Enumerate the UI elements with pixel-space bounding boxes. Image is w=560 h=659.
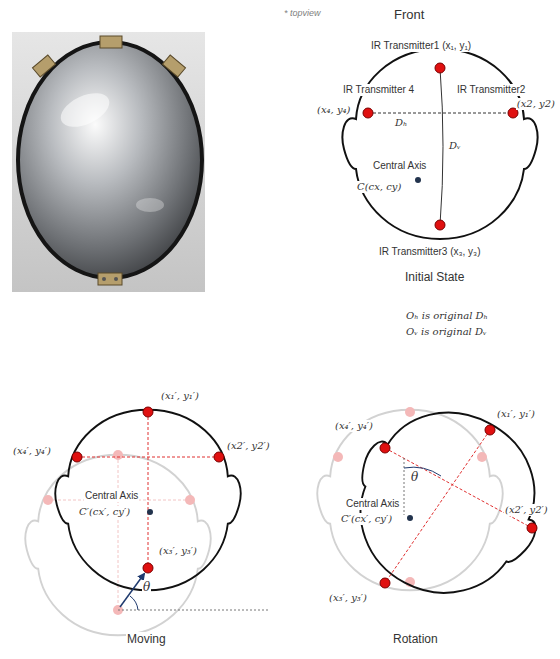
figure-part	[333, 452, 343, 462]
coordinate-label: (x₁′, y₁′)	[160, 390, 200, 402]
figure-part	[368, 113, 513, 114]
moving-figure	[25, 407, 270, 635]
figure-part	[114, 277, 118, 281]
angle-label: θ	[410, 470, 419, 484]
view-note: * topview	[283, 8, 322, 19]
axis-label: Central Axis	[345, 498, 400, 510]
angle-label: θ	[142, 580, 151, 594]
state-caption: Moving	[126, 632, 167, 646]
figure-part	[404, 458, 405, 515]
figure-part	[343, 49, 538, 239]
figure-part	[477, 452, 487, 462]
figure-part	[185, 495, 195, 505]
figure-part	[380, 443, 390, 453]
figure-part	[55, 410, 240, 591]
figure-part	[113, 450, 123, 460]
figure-part	[385, 448, 532, 528]
figure-part	[323, 380, 560, 626]
state-caption: Rotation	[392, 632, 439, 646]
figure-part	[407, 515, 413, 521]
axis-coordinate: C(cx, cy)	[356, 181, 402, 193]
figure-part	[415, 177, 421, 183]
figure-part	[162, 55, 185, 77]
figure-part	[143, 407, 153, 417]
transmitter-label: IR Transmitter2	[456, 84, 526, 96]
transmitter-label: IR Transmitter 4	[342, 84, 415, 96]
figure-part	[435, 220, 445, 230]
figure-part	[148, 412, 149, 568]
coordinate-label: (x₃′, y₃′)	[158, 545, 198, 557]
coordinate-label: (x₄′, y₄′)	[12, 445, 52, 457]
initial-state-figure	[343, 49, 538, 239]
coordinate-label: (x₁′, y₁′)	[496, 408, 536, 420]
axis-label: Central Axis	[372, 160, 427, 172]
figure-part	[77, 457, 219, 458]
figure-part	[435, 63, 445, 73]
coordinate-label: (x₄′, y₄′)	[334, 420, 374, 432]
figure-part	[527, 523, 537, 533]
figure-part	[405, 407, 415, 417]
coordinate-label: (x₄, y₄)	[316, 104, 351, 116]
state-caption: Initial State	[404, 270, 465, 284]
figure-part	[147, 509, 153, 515]
transmitter-label: IR Transmitter3 (x₃, y₃)	[378, 246, 482, 258]
figure-part	[385, 430, 490, 583]
axis-coordinate: C′(cx′, cy′)	[340, 513, 393, 525]
figure-part	[380, 578, 390, 588]
figure-part	[43, 495, 53, 505]
figure-part	[102, 277, 106, 281]
figure-part	[440, 68, 443, 225]
figure-part	[143, 563, 153, 573]
figure-part	[214, 452, 224, 462]
axis-label: Central Axis	[84, 490, 139, 502]
transmitter-label: IR Transmitter1 (x₁, y₁)	[370, 40, 472, 52]
figure-part	[118, 610, 270, 611]
coordinate-label: (x₃′, y₃′)	[328, 592, 368, 604]
coordinate-label: (x2, y2)	[516, 98, 556, 110]
axis-coordinate: C′(cx′, cy′)	[78, 506, 131, 518]
figure-part	[72, 452, 82, 462]
figure-part	[120, 574, 144, 607]
note: Oₕ is original Dₕ	[405, 310, 489, 322]
figure-part	[56, 86, 115, 133]
figure-part	[18, 42, 202, 278]
coordinate-label: (x2′, y2′)	[504, 504, 549, 516]
figure-part	[136, 198, 164, 212]
figure-part	[485, 425, 495, 435]
distance-label: Dₕ	[394, 117, 408, 129]
coordinate-label: (x2′, y2′)	[226, 440, 271, 452]
note: Oᵥ is original Dᵥ	[405, 326, 488, 338]
figure-part	[130, 596, 138, 610]
figure-part	[25, 455, 210, 636]
helmet-photo	[12, 32, 205, 292]
figure-part	[98, 273, 122, 285]
figure-part	[100, 36, 122, 48]
distance-label: Dᵥ	[448, 140, 462, 152]
figure-part	[118, 455, 119, 610]
rotation-figure	[317, 380, 560, 626]
direction-label: Front	[393, 7, 425, 23]
figure-part	[18, 42, 202, 278]
figure-part	[32, 55, 55, 77]
figure-part	[12, 32, 205, 292]
figure-part	[363, 108, 373, 118]
figure-part	[317, 410, 502, 591]
